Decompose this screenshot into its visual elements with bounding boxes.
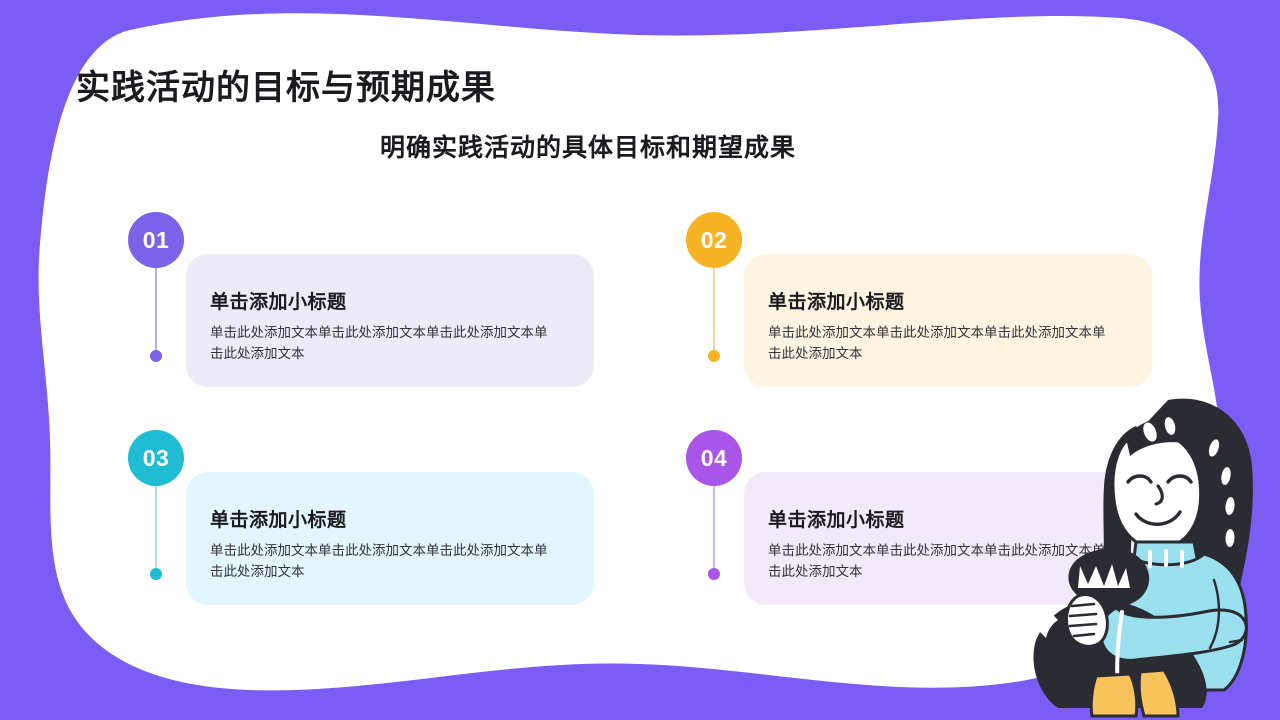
number-badge-02[interactable]: 02: [686, 212, 742, 268]
card-03[interactable]: 单击添加小标题 单击此处添加文本单击此处添加文本单击此处添加文本单击此处添加文本: [186, 472, 594, 605]
connector-line-04: [713, 484, 715, 572]
connector-dot-03: [150, 568, 162, 580]
seated-woman-illustration: [1033, 398, 1253, 718]
card-body-text: 单击此处添加文本单击此处添加文本单击此处添加文本单击此处添加文本: [210, 325, 548, 361]
card-heading: 单击添加小标题: [210, 292, 347, 313]
card-body-text: 单击此处添加文本单击此处添加文本单击此处添加文本单击此处添加文本: [768, 325, 1106, 361]
card-heading: 单击添加小标题: [768, 292, 905, 313]
number-badge-01[interactable]: 01: [128, 212, 184, 268]
number-badge-04[interactable]: 04: [686, 430, 742, 486]
card-02[interactable]: 单击添加小标题 单击此处添加文本单击此处添加文本单击此处添加文本单击此处添加文本: [744, 254, 1152, 387]
page-title: 实践活动的目标与预期成果: [76, 69, 496, 107]
connector-dot-02: [708, 350, 720, 362]
connector-line-02: [713, 266, 715, 354]
card-01[interactable]: 单击添加小标题 单击此处添加文本单击此处添加文本单击此处添加文本单击此处添加文本: [186, 254, 594, 387]
page-subtitle: 明确实践活动的具体目标和期望成果: [380, 134, 797, 162]
card-body-text: 单击此处添加文本单击此处添加文本单击此处添加文本单击此处添加文本: [768, 543, 1106, 579]
card-body-text: 单击此处添加文本单击此处添加文本单击此处添加文本单击此处添加文本: [210, 543, 548, 579]
connector-dot-04: [708, 568, 720, 580]
number-badge-03[interactable]: 03: [128, 430, 184, 486]
card-heading: 单击添加小标题: [768, 510, 905, 531]
connector-dot-01: [150, 350, 162, 362]
connector-line-03: [155, 484, 157, 572]
illustration-figure: [1033, 398, 1253, 718]
card-heading: 单击添加小标题: [210, 510, 347, 531]
connector-line-01: [155, 266, 157, 354]
